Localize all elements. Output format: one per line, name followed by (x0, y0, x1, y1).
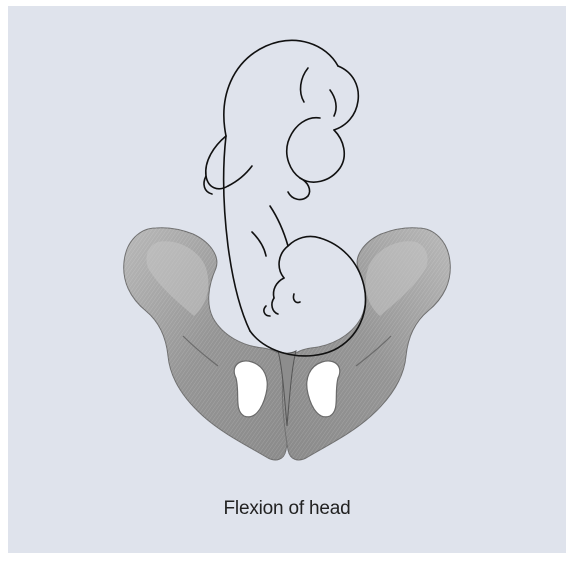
pelvis-fetus-illustration (8, 6, 566, 486)
figure-caption: Flexion of head (8, 498, 566, 520)
fetus-outline (204, 40, 366, 356)
figure-panel: Flexion of head (8, 6, 566, 553)
